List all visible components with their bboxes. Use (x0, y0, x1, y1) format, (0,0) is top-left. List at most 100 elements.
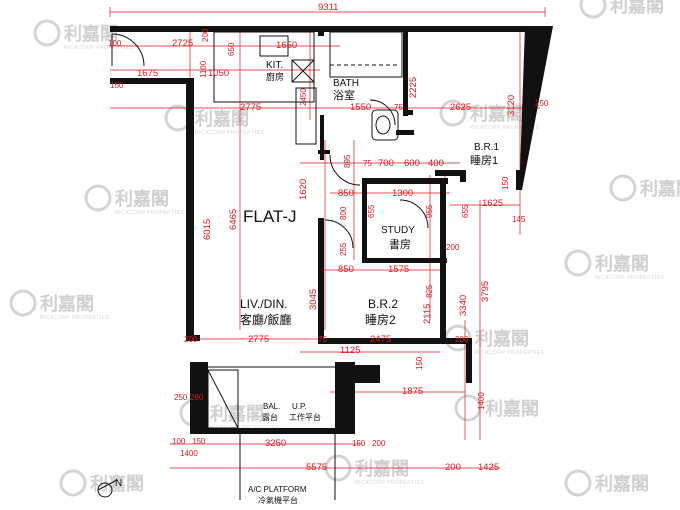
dim-label: 1575 (388, 264, 409, 275)
walls (110, 26, 553, 434)
ac-label-zh: 冷氣機平台 (258, 495, 298, 505)
dim-label: 600 (404, 158, 420, 169)
dim-label: 3795 (480, 281, 491, 302)
dim-label: 1625 (482, 198, 503, 209)
bath-label-en: BATH (333, 78, 359, 89)
watermark: 利嘉閣 RICACORP PROPERTIES (324, 454, 424, 486)
watermark-text: 利嘉閣 (485, 398, 539, 419)
br1-label-zh: 睡房1 (470, 154, 498, 167)
dim-label: 1650 (276, 40, 297, 51)
dim-label: 3250 (265, 438, 286, 449)
study-label-zh: 書房 (389, 237, 411, 251)
dim-label: 655 (367, 204, 376, 218)
watermark-text: 利嘉閣 (355, 458, 409, 479)
dim-label: 260 (190, 393, 204, 402)
dim-label: 6465 (228, 209, 239, 230)
watermark: 利嘉閣 (454, 394, 539, 422)
dim-label: 1300 (392, 188, 413, 199)
watermark-text: 利嘉閣 (115, 188, 169, 209)
dim-label: 150 (415, 356, 424, 370)
dim-label: 200 (372, 439, 386, 448)
dim-label: 1620 (298, 179, 309, 200)
br1-label-en: B.R.1 (474, 142, 499, 153)
br2-label-zh: 睡房2 (365, 312, 396, 327)
dim-label: 3045 (308, 289, 319, 310)
dim-label: 2225 (408, 77, 419, 98)
watermark-text: 利嘉閣 (64, 23, 118, 44)
dim-label: 2475 (370, 334, 391, 345)
watermark: 利嘉閣 (579, 0, 664, 19)
dim-label: 100 (108, 39, 122, 48)
dim-label: 400 (428, 158, 444, 169)
watermark-subtext: RICACORP PROPERTIES (64, 45, 133, 51)
watermark: 利嘉閣 RICACORP PROPERTIES (84, 184, 184, 216)
dim-label: 650 (227, 42, 236, 56)
watermark-text: 利嘉閣 (210, 403, 264, 424)
dim-label: 1400 (477, 392, 486, 410)
dim-label: 2115 (422, 304, 433, 324)
ac-label-en: A/C PLATFORM (248, 485, 307, 494)
watermark-text: 利嘉閣 (595, 253, 649, 274)
dim-label: 2775 (248, 334, 269, 345)
watermark-subtext: RICACORP PROPERTIES (40, 315, 109, 321)
dim-label: 955 (425, 204, 434, 218)
watermark-subtext: RICACORP PROPERTIES (115, 210, 184, 216)
dim-label: 1400 (180, 449, 198, 458)
dim-label: 850 (338, 264, 354, 275)
watermark-text: 利嘉閣 (195, 108, 249, 129)
dim-label: 655 (461, 204, 470, 218)
dim-label: 250 (535, 99, 549, 108)
dim-label: 200 (201, 28, 210, 42)
watermarks: 利嘉閣 RICACORP PROPERTIES 利嘉閣 RICACORP PRO… (9, 0, 680, 497)
watermark-text: 利嘉閣 (40, 293, 94, 314)
dim-label: 75 (363, 159, 372, 168)
bal-label-en: BAL. (263, 402, 280, 411)
dim-label: 150 (192, 437, 206, 446)
watermark-text: 利嘉閣 (90, 473, 144, 494)
dim-label: 800 (339, 206, 348, 220)
dim-label: 150 (352, 439, 366, 448)
watermark: 利嘉閣 RICACORP PROPERTIES (564, 249, 664, 281)
dim-label: 100 (172, 437, 186, 446)
dim-label: 250 (174, 393, 188, 402)
kitchen-label-en: KIT. (266, 60, 283, 71)
watermark-subtext: RICACORP PROPERTIES (595, 275, 664, 281)
watermark: 利嘉閣 (609, 174, 680, 202)
up-label-zh: 工作平台 (289, 412, 321, 422)
dim-label: 2725 (172, 38, 193, 49)
compass: N (97, 478, 122, 498)
dim-label: 700 (378, 158, 394, 169)
watermark: 利嘉閣 RICACORP PROPERTIES (33, 19, 133, 51)
dim-label: 1550 (350, 102, 371, 113)
dimension-labels: 9311 2725 100 200 650 1650 1100 1675 150… (108, 2, 549, 473)
fixtures (111, 31, 429, 500)
watermark-text: 利嘉閣 (475, 328, 529, 349)
watermark-subtext: RICACORP PROPERTIES (195, 130, 264, 136)
dim-label: 75 (318, 335, 327, 344)
dim-label: 2450 (299, 88, 308, 106)
dim-label: 3340 (458, 295, 469, 316)
dim-label: 5575 (306, 462, 327, 473)
dim-label: 6015 (202, 219, 213, 240)
watermark-text: 利嘉閣 (640, 178, 680, 199)
up-label-en: U.P. (292, 402, 307, 411)
liv-label-zh: 客廳/飯廳 (240, 312, 291, 327)
study-label-en: STUDY (381, 225, 415, 236)
dim-label: 255 (339, 242, 348, 256)
dim-label: 825 (425, 284, 434, 298)
liv-label-en: LIV./DIN. (240, 297, 288, 311)
watermark-subtext: RICACORP PROPERTIES (470, 125, 539, 131)
compass-north-label: N (115, 478, 122, 489)
bal-label-zh: 露台 (262, 412, 278, 422)
br2-label-en: B.R.2 (368, 297, 398, 311)
bath-label-zh: 浴室 (333, 88, 355, 102)
dim-label: 200 (455, 335, 469, 344)
dim-label: 200 (445, 462, 461, 473)
flat-title: FLAT-J (243, 207, 297, 226)
dim-label: 145 (512, 215, 526, 224)
dim-label: 1675 (137, 68, 158, 79)
dim-label: 3120 (506, 95, 517, 116)
dim-label: 1425 (478, 462, 499, 473)
dim-label: 200 (446, 243, 460, 252)
